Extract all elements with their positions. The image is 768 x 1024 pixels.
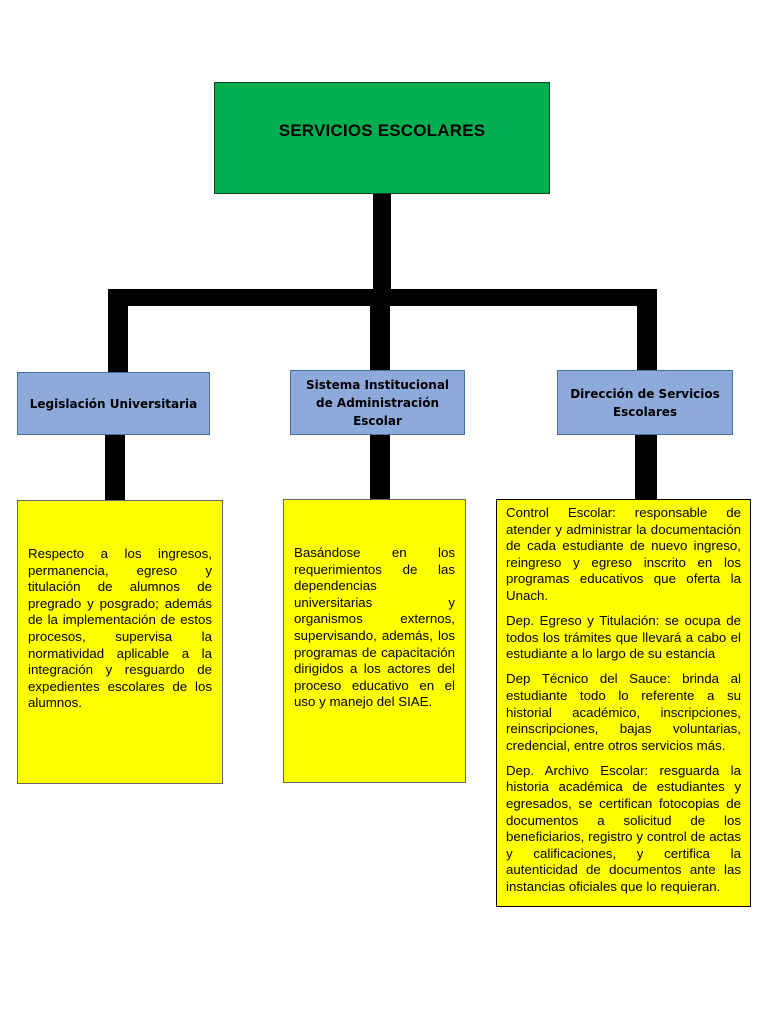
connector-root-vertical <box>373 194 391 290</box>
description-text: Respecto a los ingresos, permanencia, eg… <box>28 546 212 711</box>
dept-node-siae: Sistema Institucional de Administración … <box>290 370 465 435</box>
dept-title: Sistema Institucional de Administración … <box>305 377 450 428</box>
dept-title: Dirección de Servicios Escolares <box>570 386 720 419</box>
description-box-direccion: Control Escolar: responsable de atender … <box>496 499 751 907</box>
dept-node-legislacion: Legislación Universitaria <box>17 372 210 435</box>
connector-right-vertical <box>637 306 657 373</box>
description-text: Basándose en los requerimientos de las d… <box>294 545 455 710</box>
description-paragraph-tecnico-sauce: Dep Técnico del Sauce: brinda al estudia… <box>506 671 741 753</box>
description-box-siae: Basándose en los requerimientos de las d… <box>283 499 466 783</box>
dept-title: Legislación Universitaria <box>29 396 198 411</box>
dept-node-direccion: Dirección de Servicios Escolares <box>557 370 733 435</box>
connector-middle-vertical <box>370 306 390 373</box>
connector-horizontal-bar <box>108 289 657 306</box>
root-title: SERVICIOS ESCOLARES <box>278 121 486 140</box>
connector-left-vertical <box>108 306 128 373</box>
description-paragraph-control-escolar: Control Escolar: responsable de atender … <box>506 505 741 603</box>
description-paragraph-egreso-titulacion: Dep. Egreso y Titulación: se ocupa de to… <box>506 613 741 662</box>
connector-left-lower <box>105 435 125 501</box>
description-paragraph-archivo-escolar: Dep. Archivo Escolar: resguarda la histo… <box>506 762 741 894</box>
root-node: SERVICIOS ESCOLARES <box>214 82 550 194</box>
connector-middle-lower <box>370 435 390 500</box>
description-box-legislacion: Respecto a los ingresos, permanencia, eg… <box>17 500 223 784</box>
connector-right-lower <box>635 435 657 499</box>
